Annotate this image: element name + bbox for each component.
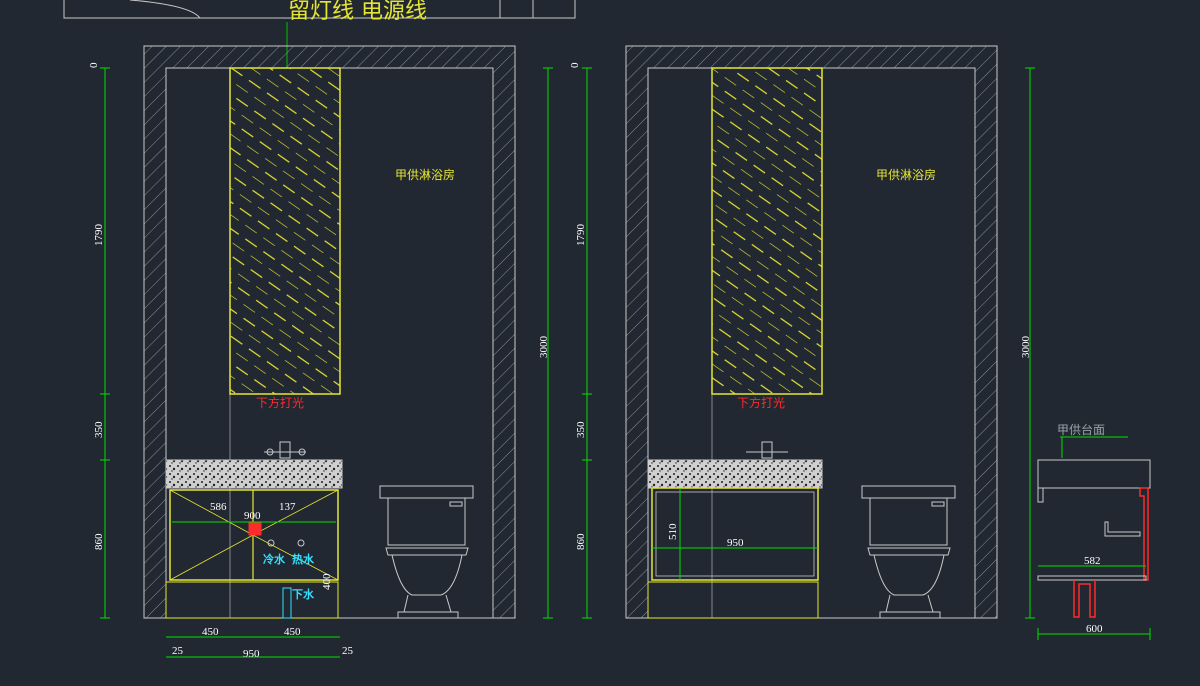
drain-pipe	[282, 587, 292, 619]
left-socket	[248, 522, 262, 536]
right-vdim-350: 350	[575, 421, 587, 438]
right-vdim-860: 860	[575, 533, 587, 550]
hot-water-label: 热水	[292, 552, 315, 566]
left-toilet	[379, 485, 474, 619]
left-vdim-3000: 3000	[538, 336, 550, 359]
right-cab-dim-950: 950	[727, 537, 744, 549]
right-vdim-3000: 3000	[1020, 336, 1032, 359]
top-partial-view	[63, 0, 576, 19]
left-faucet	[264, 441, 306, 459]
right-faucet	[746, 441, 788, 459]
left-vdim-1790: 1790	[93, 224, 105, 247]
right-cab-dim-510: 510	[667, 523, 679, 540]
countertop-section: 甲供台面 582 600	[1037, 422, 1151, 640]
section-dim-600: 600	[1086, 623, 1103, 635]
left-elevation: 甲供淋浴房 下方打光 586 137 900 冷水 热水 下水 400	[88, 45, 553, 660]
right-elevation: 甲供淋浴房 下方打光 510 950 0 1790 350 860 3	[569, 45, 1035, 619]
left-shower-label: 甲供淋浴房	[395, 167, 455, 182]
cold-water-label: 冷水	[263, 552, 286, 566]
left-vdim-0: 0	[88, 62, 100, 68]
right-mirror	[711, 67, 823, 395]
right-light-note: 下方打光	[737, 395, 785, 410]
left-light-note: 下方打光	[256, 395, 304, 410]
left-bdim-450b: 450	[284, 626, 301, 638]
right-toilet	[861, 485, 956, 619]
section-top	[1037, 459, 1151, 489]
right-countertop	[647, 459, 823, 489]
right-vdim-0: 0	[569, 62, 581, 68]
left-cabinet	[169, 489, 339, 581]
left-cab-dim-586: 586	[210, 501, 227, 513]
left-cab-dim-137: 137	[279, 501, 296, 513]
drain-height: 400	[321, 573, 333, 590]
page-title: 留灯线 电源线	[288, 0, 427, 24]
right-cabinet	[651, 487, 819, 581]
left-bdim-25b: 25	[342, 645, 354, 657]
left-bdim-450a: 450	[202, 626, 219, 638]
left-bdim-950: 950	[243, 648, 260, 660]
left-mirror	[229, 67, 341, 395]
right-vdim-1790: 1790	[575, 224, 587, 247]
section-dim-582: 582	[1084, 555, 1101, 567]
left-bdim-25a: 25	[172, 645, 184, 657]
right-shower-label: 甲供淋浴房	[876, 167, 936, 182]
section-label: 甲供台面	[1057, 422, 1105, 437]
left-vdim-860: 860	[93, 533, 105, 550]
drain-label: 下水	[292, 587, 315, 601]
left-vdim-350: 350	[93, 421, 105, 438]
left-cab-dim-900: 900	[244, 510, 261, 522]
left-countertop	[165, 459, 343, 489]
